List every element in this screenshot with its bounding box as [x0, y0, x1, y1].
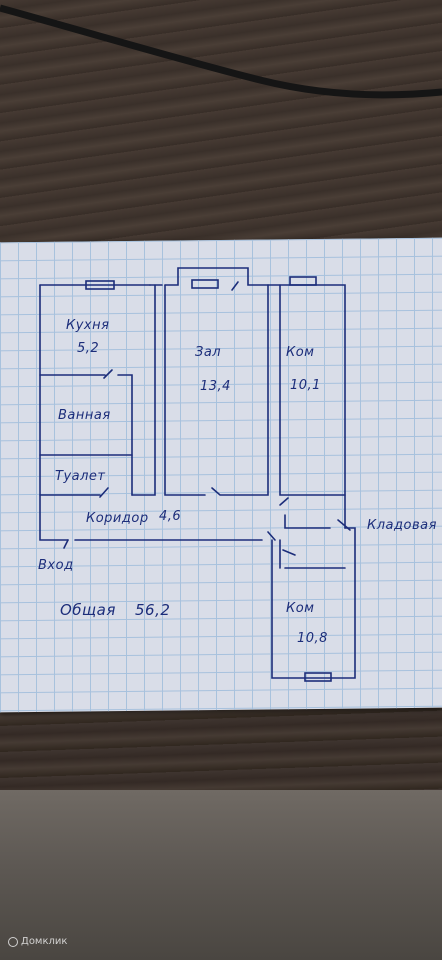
hall-area: 13,4 [200, 379, 231, 394]
storage-walls [284, 514, 351, 531]
window-room1 [289, 276, 317, 286]
cable [0, 4, 442, 99]
room1-label: Ком [286, 345, 315, 360]
table-surface-bottom [0, 700, 442, 795]
hall-label: Зал [195, 345, 222, 360]
floor [0, 790, 442, 960]
entrance-label: Вход [38, 558, 74, 573]
window-hall [191, 279, 219, 289]
room2-walls [271, 527, 356, 679]
room2-label: Ком [286, 601, 315, 616]
wall-kitchen-hall [131, 284, 156, 496]
bathroom-label: Ванная [58, 408, 111, 423]
total-value: 56,2 [135, 601, 171, 619]
wall-left [39, 284, 69, 541]
window-room2 [304, 672, 332, 682]
domclick-logo-icon [8, 936, 18, 947]
watermark-text: Домклик [21, 936, 68, 947]
hall-balcony [164, 267, 269, 286]
table-surface-top [0, 0, 442, 250]
window-kitchen [85, 280, 115, 290]
toilet-label: Туалет [55, 469, 106, 484]
watermark: Домклик [8, 936, 67, 947]
kitchen-label: Кухня [66, 318, 110, 333]
wall-kitchen-bath [39, 369, 113, 379]
total-label: Общая [60, 601, 116, 619]
hall-walls [164, 284, 269, 496]
storage-label: Кладовая [367, 518, 437, 533]
room1-area: 10,1 [290, 378, 321, 393]
kitchen-area: 5,2 [77, 341, 100, 356]
corridor-wall [74, 531, 276, 541]
room2-area: 10,8 [297, 631, 328, 646]
wall-toilet-corridor [39, 487, 109, 498]
corridor-area: 4,6 [159, 509, 182, 524]
corridor-label: Коридор [86, 511, 149, 526]
